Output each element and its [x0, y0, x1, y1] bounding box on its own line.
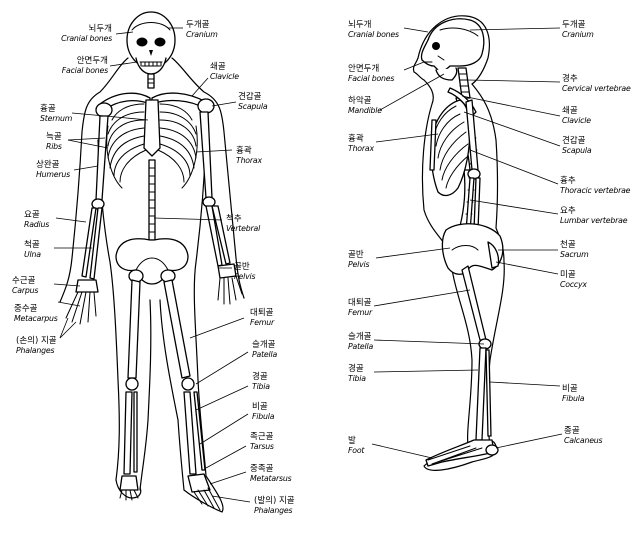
side-foot	[425, 439, 499, 467]
front-arms	[81, 111, 231, 280]
side-skull	[420, 18, 485, 81]
front-ribcage	[106, 99, 198, 189]
front-feet	[119, 473, 221, 511]
front-shoulders	[95, 92, 215, 118]
side-arm	[461, 99, 481, 241]
front-skull	[126, 11, 176, 75]
side-skeleton-drawing	[371, 15, 563, 471]
side-leader-lines	[371, 27, 563, 459]
front-skeleton-drawing	[53, 11, 251, 513]
front-hands	[65, 263, 243, 325]
front-pelvis	[115, 238, 189, 285]
side-legs	[461, 265, 492, 441]
front-leader-lines	[53, 27, 251, 503]
front-legs	[123, 279, 206, 475]
front-spine	[147, 73, 156, 241]
side-ribcage	[429, 87, 477, 197]
side-pelvis	[441, 223, 504, 275]
